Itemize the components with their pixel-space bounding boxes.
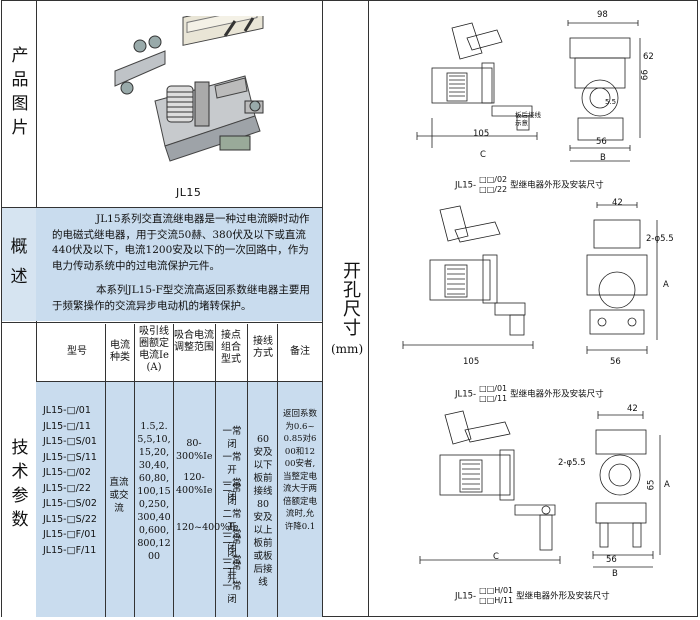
- remark-cell: 返回系数为0.6~0.85对600和1200安者,当整定电流大于两倍额定电流时,…: [283, 409, 318, 532]
- model-item: JL15-□S/22: [43, 513, 97, 525]
- header-contacts: 接点组合型式: [221, 330, 241, 365]
- overview-band: [2, 208, 322, 321]
- hole-spec-1: 2-φ5.5: [646, 234, 674, 244]
- model-item: JL15-□/11: [43, 420, 91, 432]
- drawing-front-view-2: [586, 202, 658, 354]
- pickup-range-1: 80-300%Ie: [176, 438, 213, 462]
- model-item: JL15-□S/01: [43, 436, 97, 447]
- dim-42a: 42: [612, 198, 623, 208]
- product-caption: JL15: [176, 186, 202, 199]
- relay-product-image: [114, 16, 264, 162]
- drawing-side-view-1: [416, 22, 538, 148]
- overview-label: 概述: [10, 237, 28, 287]
- dim-42b: 42: [627, 404, 638, 414]
- model-item: JL15-□S/02: [43, 498, 97, 509]
- pickup-range-3: 120~400%Ie: [176, 522, 239, 533]
- grid-line: [2, 207, 322, 208]
- rated-current-cell: 1.5,2.5,5,10,15,20,30,40,60,80,100,150,2…: [137, 421, 171, 562]
- dim-62: 62: [643, 52, 654, 62]
- dim-C2: C: [493, 552, 499, 562]
- contacts-group-1: 一常闭一常开一常闭: [222, 426, 242, 502]
- hole-spec-2: 2-φ5.5: [558, 458, 586, 468]
- grid-line: [2, 322, 322, 323]
- dim-56c: 56: [606, 555, 617, 565]
- dim-B3: B: [612, 569, 618, 579]
- dim-C: C: [480, 150, 486, 160]
- dim-A3: A: [664, 480, 670, 490]
- grid-line: [322, 0, 323, 617]
- drawing-front-view-1: [567, 20, 641, 162]
- product-image-label: 产品图片: [11, 46, 29, 138]
- current-type-cell: 直流或交流: [109, 477, 129, 514]
- drawing-side-view-2: [402, 205, 534, 349]
- model-item: JL15-□/02: [43, 467, 91, 478]
- dim-105b: 105: [463, 357, 480, 367]
- dim-5-5: 5.5: [605, 98, 617, 106]
- drawing-front-view-3: [592, 411, 661, 568]
- header-model: 型号: [67, 346, 87, 357]
- wiring-cell: 60安及以下板前接线80安及以上板前或板后接线: [253, 434, 273, 588]
- pickup-range-2: 120-400%Ie: [176, 472, 213, 496]
- model-item: JL15-□/01: [43, 405, 91, 416]
- header-rated-current: 吸引线圈额定电流Ie (A): [139, 326, 169, 373]
- dim-105: 105: [473, 129, 490, 139]
- header-pickup-range: 吸合电流调整范围: [174, 330, 214, 353]
- header-wiring: 接线方式: [253, 336, 273, 359]
- contacts-group-3: 一常闭一常开一常闭: [222, 529, 242, 605]
- header-current-type: 电流种类: [110, 340, 130, 363]
- dim-B1: B: [600, 153, 606, 163]
- grid-line: [368, 0, 369, 617]
- dim-A1: A: [663, 280, 669, 290]
- note-rear-wiring: 板后接线示意: [515, 111, 541, 127]
- mounting-dims-label: 开孔尺寸: [343, 261, 361, 339]
- model-item: JL15-□F/11: [43, 544, 97, 556]
- dim-66: 66: [640, 69, 651, 81]
- model-item: JL15-□F/01: [43, 529, 97, 540]
- drawing-side-view-3: [419, 410, 561, 564]
- tech-params-label: 技术参数: [11, 438, 29, 530]
- model-item: JL15-□/22: [43, 482, 91, 494]
- contacts-group-2: 二常闭二常开二常闭二常开: [222, 483, 242, 585]
- overview-paragraph-2: 本系列JL15-F型交流高返回系数继电器主要用于频繁操作的交流异步电动机的堵转保…: [52, 284, 310, 312]
- model-item: JL15-□S/11: [43, 451, 97, 463]
- dim-56a: 56: [596, 137, 607, 147]
- model-list: JL15-□/01 JL15-□/11 JL15-□S/01 JL15-□S/1…: [43, 405, 107, 560]
- dim-65: 65: [646, 479, 657, 491]
- dim-56b: 56: [610, 357, 621, 367]
- dim-98: 98: [597, 10, 608, 20]
- overview-paragraph-1: JL15系列交直流继电器是一种过电流瞬时动作的电磁式继电器，用于交流50赫、38…: [52, 213, 310, 272]
- unit-label: (mm): [331, 342, 364, 356]
- tech-band: [2, 381, 322, 617]
- header-remark: 备注: [290, 346, 310, 357]
